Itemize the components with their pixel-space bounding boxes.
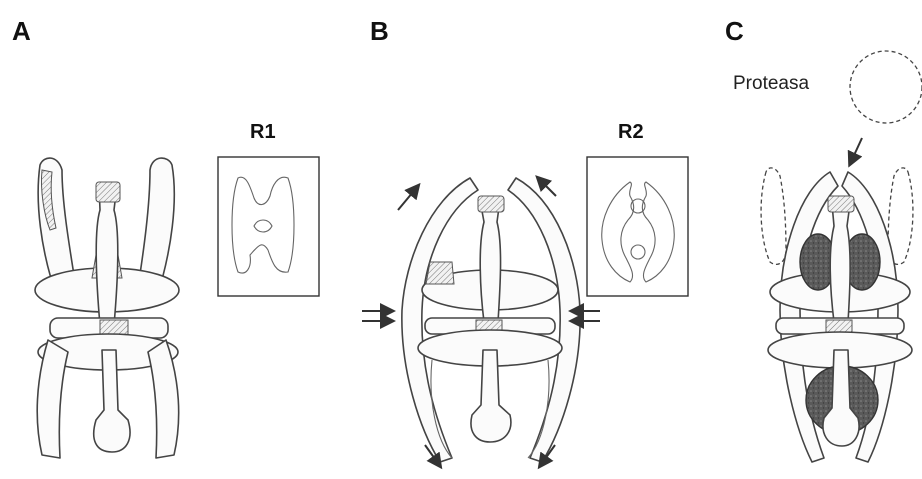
protease-circle [850, 51, 922, 123]
structure-a [35, 158, 179, 458]
structure-b [402, 178, 580, 462]
structure-c [761, 168, 913, 462]
protease-arrow [850, 138, 862, 164]
inset-box-r1 [218, 157, 319, 296]
